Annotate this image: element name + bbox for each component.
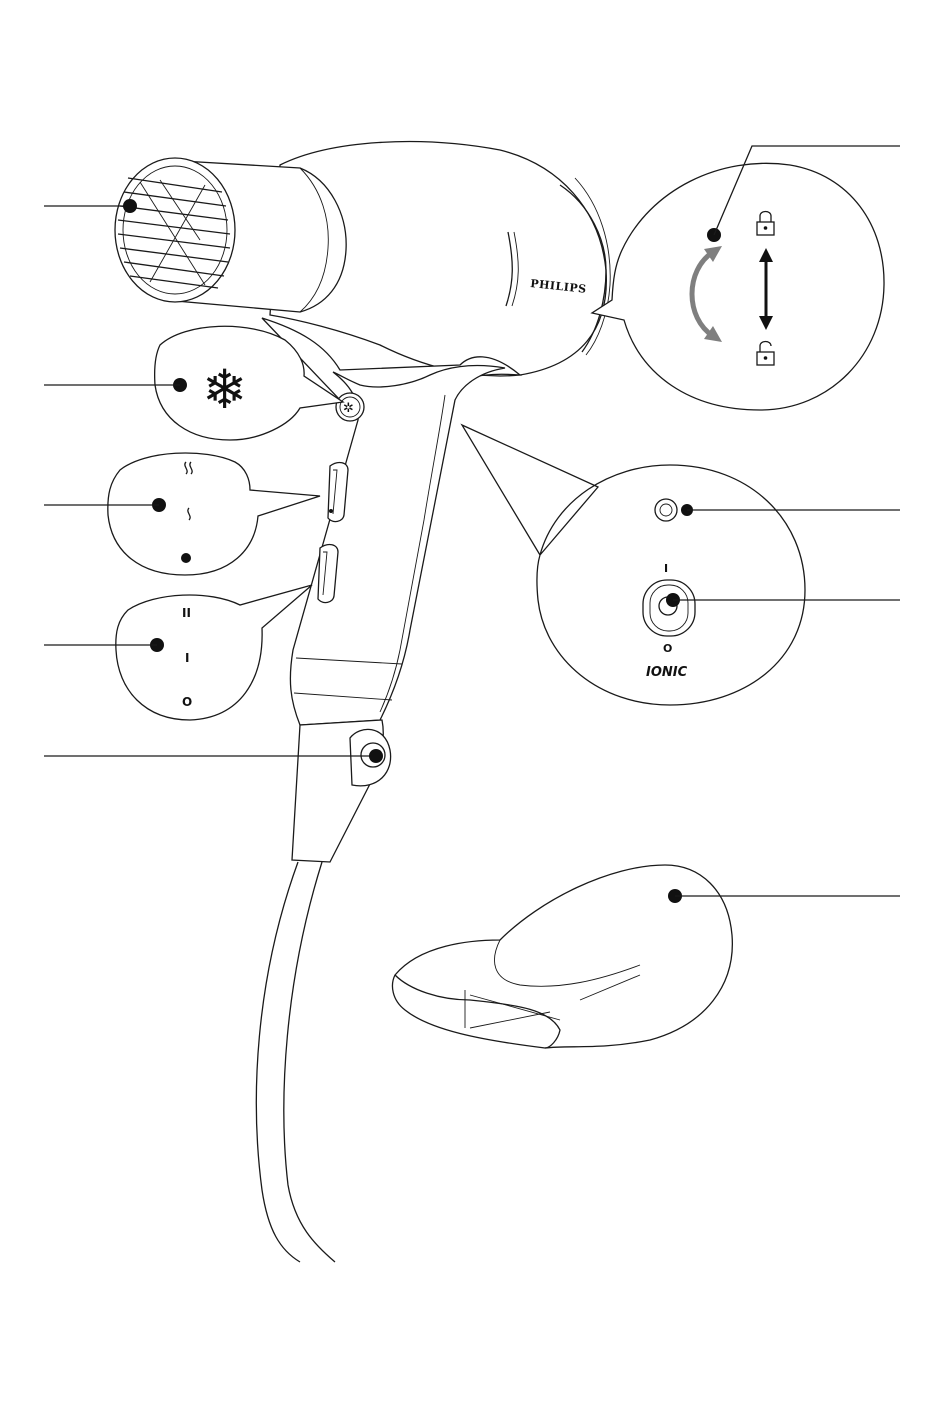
svg-text:✲: ✲ bbox=[343, 401, 354, 416]
power-cord bbox=[256, 862, 300, 1262]
ionic-label: IONIC bbox=[646, 665, 688, 680]
lock-callout bbox=[592, 163, 884, 410]
cool-shot-button[interactable]: ✲ bbox=[336, 393, 364, 421]
callout-dot-hanging-loop bbox=[369, 749, 383, 763]
heat-settings-callout bbox=[108, 453, 320, 575]
snowflake-icon: ❄ bbox=[202, 358, 247, 421]
speed-mark-off: O bbox=[182, 695, 192, 709]
ionic-indicator-light bbox=[655, 499, 677, 521]
speed-mark-low: I bbox=[185, 651, 189, 665]
ionic-on-mark: I bbox=[664, 562, 668, 575]
dot-icon bbox=[181, 553, 191, 563]
ionic-switch[interactable] bbox=[643, 580, 695, 636]
air-outlet-face bbox=[115, 158, 235, 302]
callout-dot-air-outlet bbox=[123, 199, 137, 213]
speed-mark-high: II bbox=[182, 606, 191, 620]
speed-settings-callout: II I O bbox=[116, 585, 312, 720]
handle bbox=[290, 366, 505, 725]
ionic-off-mark: O bbox=[663, 642, 672, 655]
styling-nozzle bbox=[392, 865, 732, 1048]
ionic-callout: I O IONIC bbox=[462, 425, 805, 705]
